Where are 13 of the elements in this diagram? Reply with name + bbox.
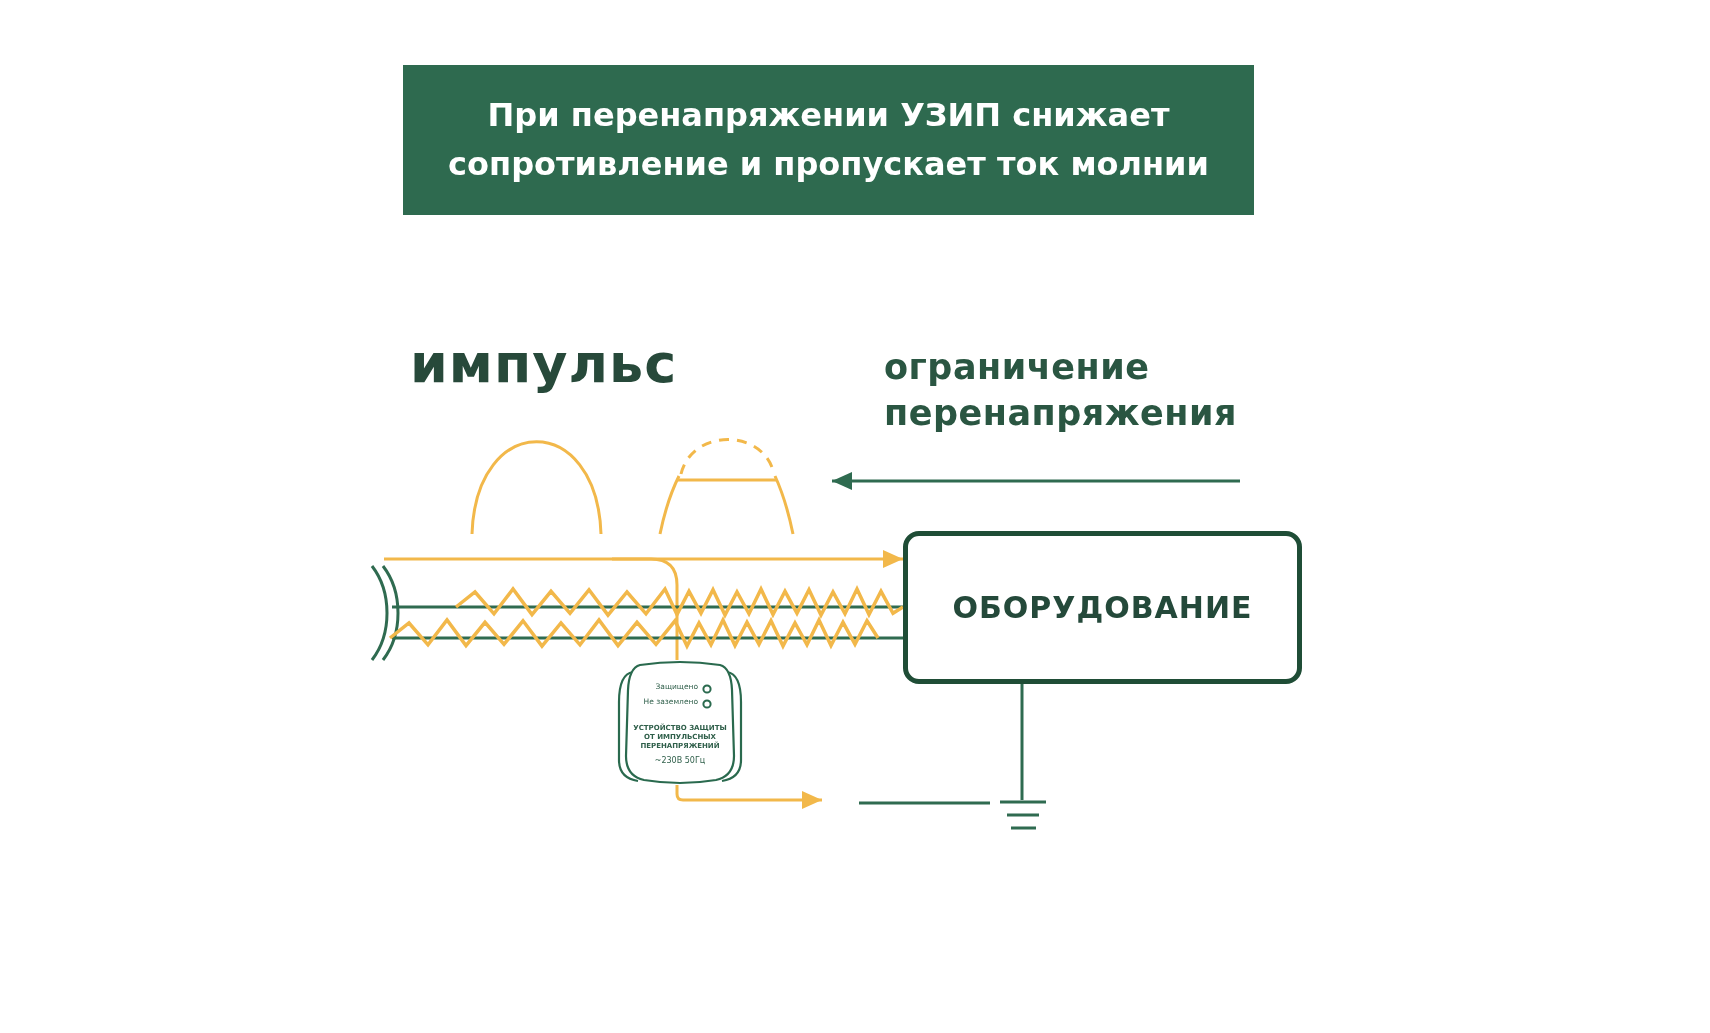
- branch-line: [612, 557, 679, 660]
- rating-label: ~230В 50Гц: [654, 756, 706, 766]
- wire-line: [392, 636, 903, 640]
- equipment-label: ОБОРУДОВАНИЕ: [952, 590, 1253, 625]
- title-text: При перенапряжении УЗИП снижает сопротивление и пропускает ток молнии: [447, 95, 1210, 185]
- equipment-box: [903, 531, 1302, 684]
- pulse-label: импульс: [410, 333, 678, 395]
- surge-arrow: [384, 550, 903, 568]
- wire-line: [392, 605, 903, 609]
- ground-symbol: [1000, 800, 1046, 832]
- ground-wire: [1020, 684, 1024, 800]
- discharge-arrow: [675, 785, 822, 809]
- annotation-label: ограничение перенапряжения: [884, 346, 1238, 435]
